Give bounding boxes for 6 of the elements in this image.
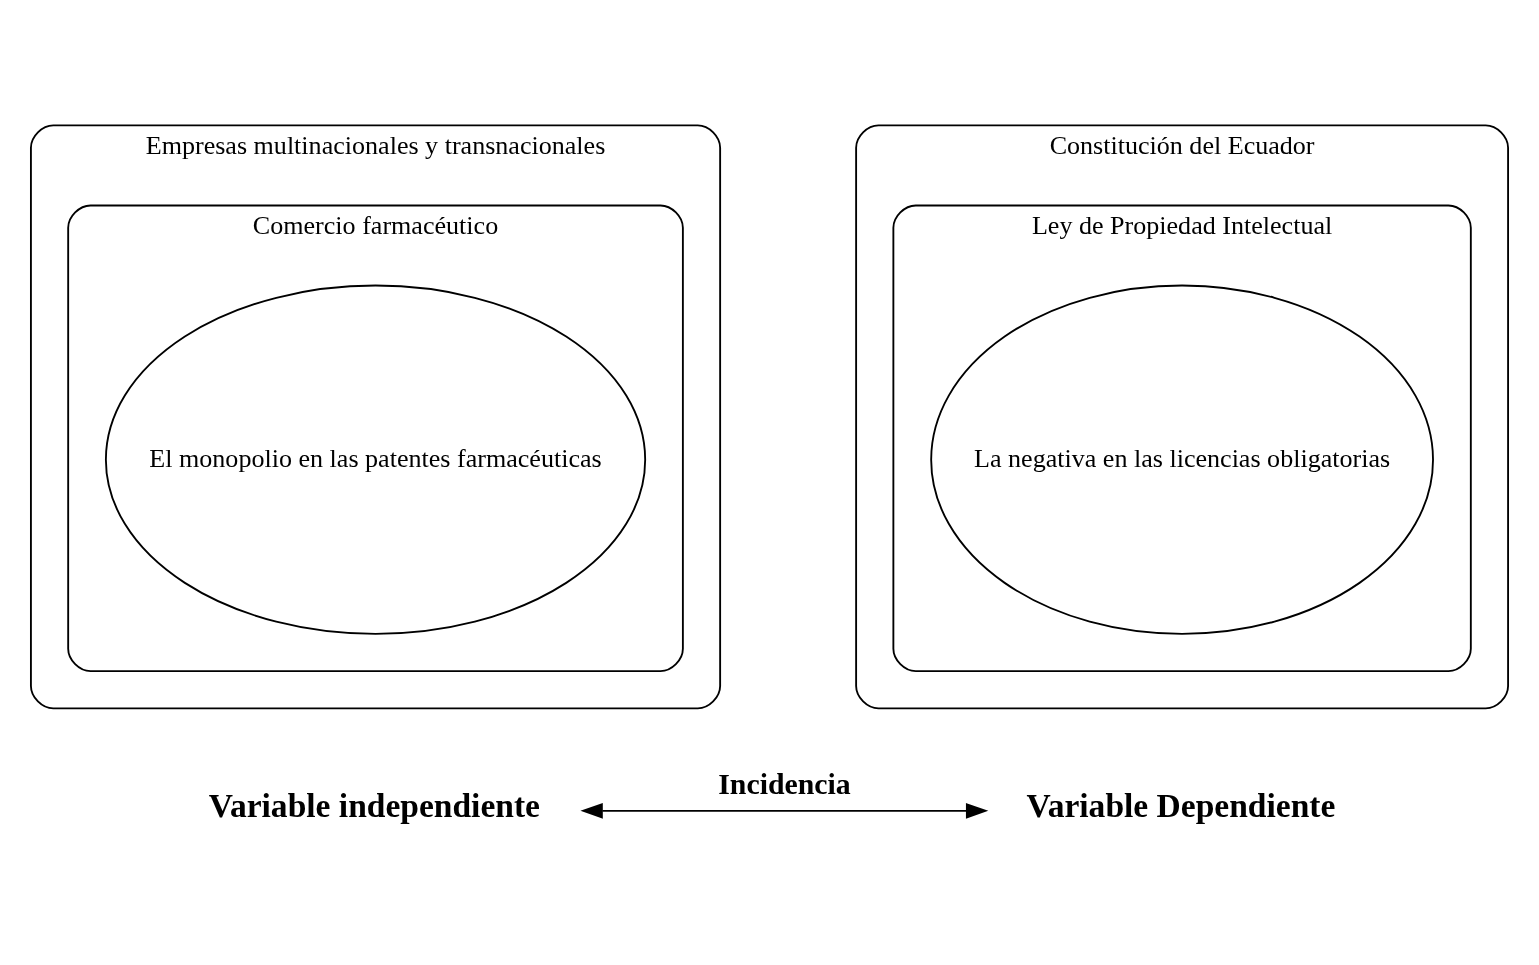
node-ellipse: La negativa en las licencias obligatorias (930, 284, 1434, 635)
edge-label: Incidencia (718, 766, 851, 800)
node-ellipse: El monopolio en las patentes farmacéuticas (104, 284, 647, 635)
node-text: Variable Dependiente (1026, 786, 1336, 824)
node-text: Variable independiente (208, 786, 540, 824)
arrow (580, 802, 989, 819)
